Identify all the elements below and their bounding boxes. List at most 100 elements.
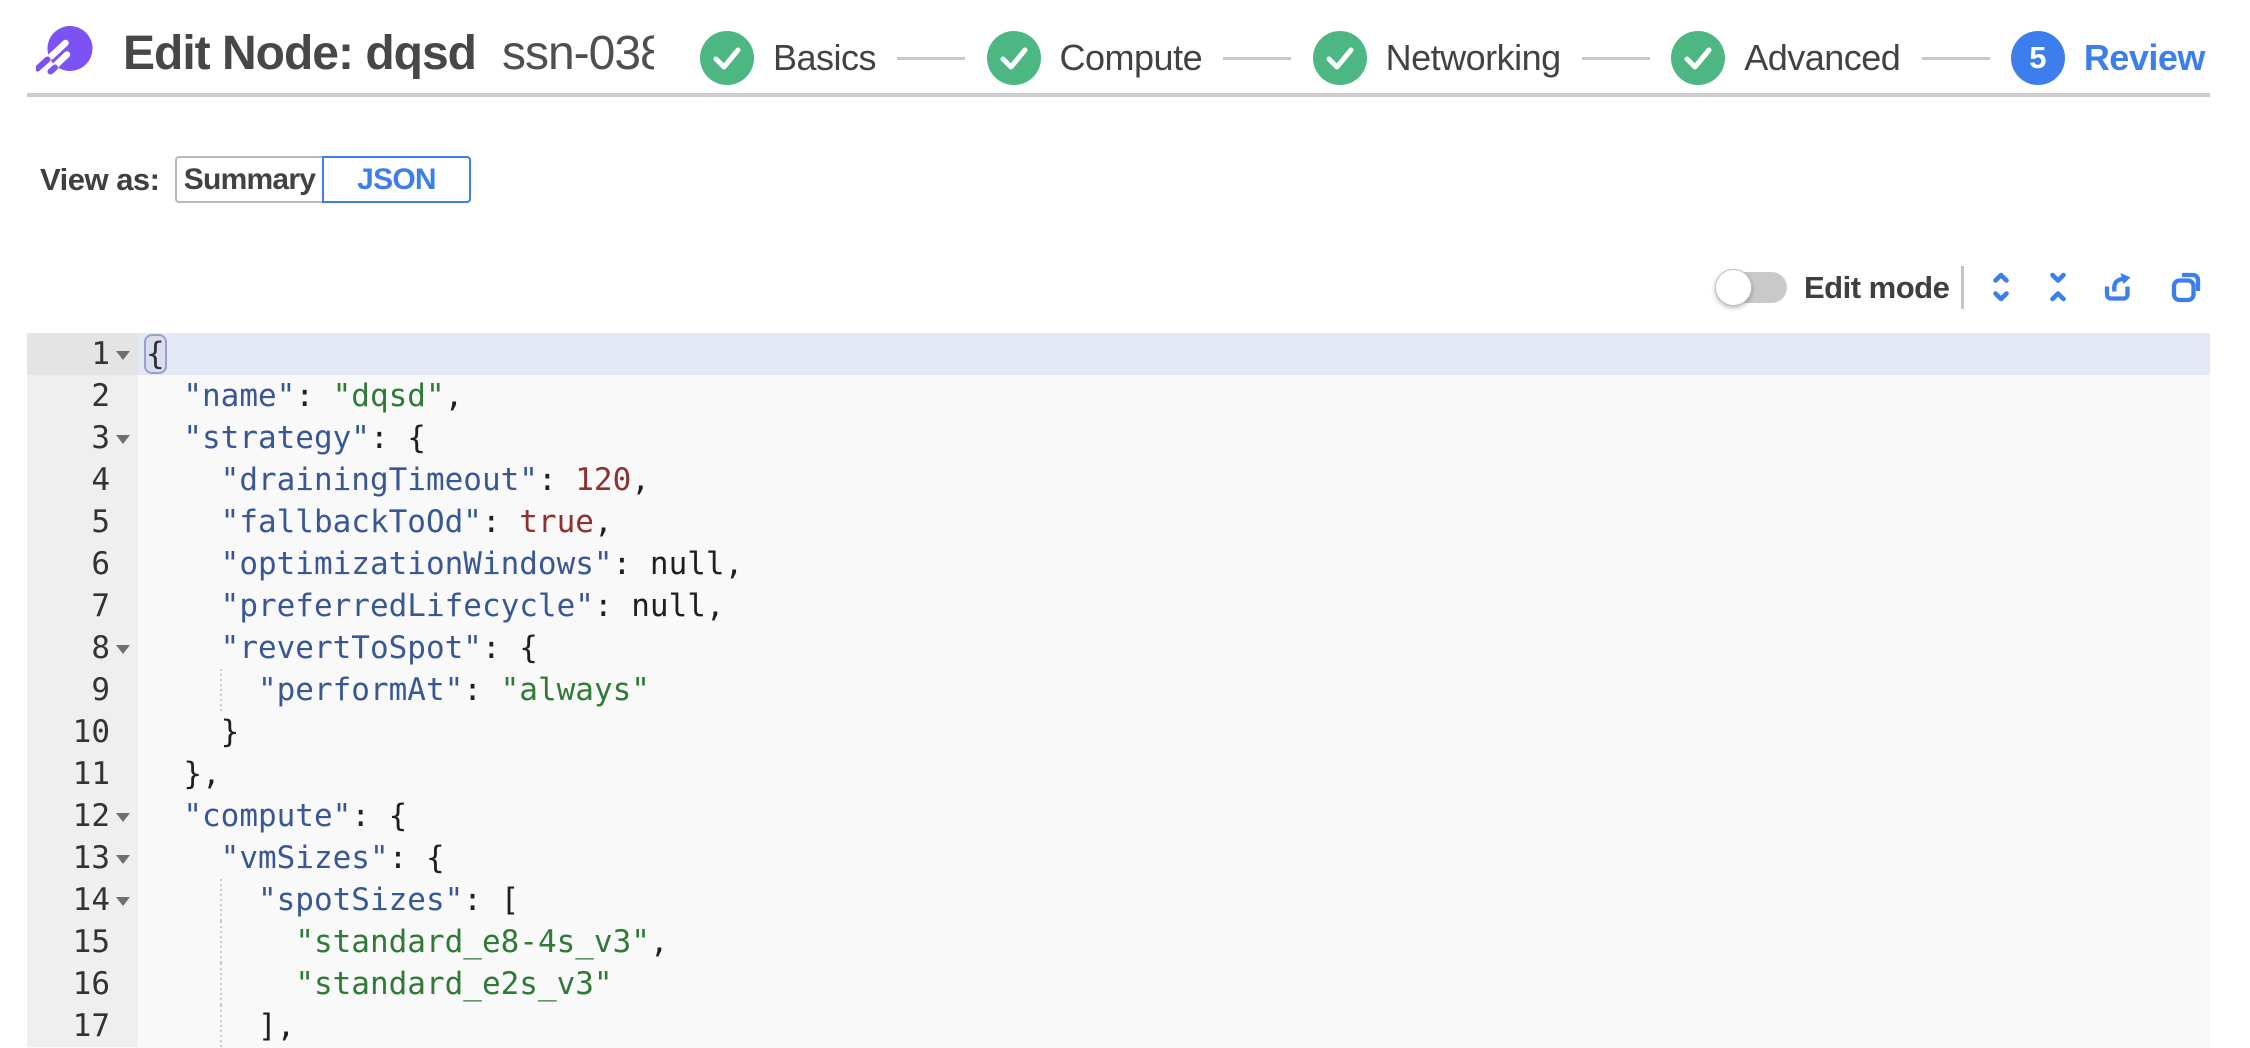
editor-gutter-cell[interactable]: 3: [27, 417, 138, 459]
editor-gutter-cell[interactable]: 16: [27, 963, 138, 1005]
step-check-icon: [986, 31, 1041, 85]
fold-arrow-icon[interactable]: [116, 645, 130, 654]
step-label: Networking: [1385, 37, 1562, 78]
editor-code-line[interactable]: "name": "dqsd",: [183, 378, 464, 414]
editor-code-line[interactable]: "revertToSpot": {: [220, 630, 538, 666]
step-connector: [1581, 56, 1650, 60]
editor-code-line[interactable]: "optimizationWindows": null,: [220, 546, 744, 582]
copy-icon[interactable]: [2170, 271, 2202, 303]
editor-gutter-cell[interactable]: 1: [27, 333, 138, 375]
step-compute[interactable]: Compute: [986, 31, 1203, 85]
view-as-segmented-control: Summary JSON: [175, 156, 471, 203]
toggle-knob: [1715, 269, 1752, 306]
editor-line[interactable]: 3 "strategy": {: [27, 417, 2210, 459]
editor-line[interactable]: 2 "name": "dqsd",: [27, 375, 2210, 417]
fold-arrow-icon[interactable]: [116, 897, 130, 906]
line-number: 14: [72, 882, 110, 918]
editor-line[interactable]: 15 "standard_e8-4s_v3",: [27, 921, 2210, 963]
indent-guide: [220, 921, 222, 963]
editor-line[interactable]: 9 "performAt": "always": [27, 669, 2210, 711]
editor-gutter-cell[interactable]: 5: [27, 501, 138, 543]
editor-line[interactable]: 16 "standard_e2s_v3": [27, 963, 2210, 1005]
indent-guide: [220, 963, 222, 1005]
editor-line[interactable]: 5 "fallbackToOd": true,: [27, 501, 2210, 543]
indent-guide: [220, 669, 222, 711]
step-check-icon: [1671, 31, 1726, 85]
edit-mode-toggle[interactable]: [1715, 269, 1787, 306]
editor-code-line[interactable]: "compute": {: [183, 798, 408, 834]
view-as-summary-button[interactable]: Summary: [175, 156, 322, 203]
editor-gutter-cell[interactable]: 12: [27, 795, 138, 837]
editor-gutter-cell[interactable]: 8: [27, 627, 138, 669]
step-review[interactable]: 5 Review: [2010, 31, 2206, 85]
step-label: Advanced: [1744, 37, 1901, 78]
editor-line[interactable]: 14 "spotSizes": [: [27, 879, 2210, 921]
fold-arrow-icon[interactable]: [116, 813, 130, 822]
editor-line[interactable]: 1 {: [27, 333, 2210, 375]
editor-line[interactable]: 17 ],: [27, 1005, 2210, 1047]
line-number: 3: [91, 420, 110, 456]
step-label: Review: [2083, 37, 2206, 78]
editor-line[interactable]: 13 "vmSizes": {: [27, 837, 2210, 879]
step-check-icon: [700, 31, 754, 85]
step-networking[interactable]: Networking: [1312, 31, 1562, 85]
editor-line[interactable]: 7 "preferredLifecycle": null,: [27, 585, 2210, 627]
editor-code-line[interactable]: "vmSizes": {: [220, 840, 445, 876]
editor-gutter-cell[interactable]: 7: [27, 585, 138, 627]
editor-code-line[interactable]: "performAt": "always": [138, 669, 2210, 711]
expand-all-icon[interactable]: [1988, 271, 2014, 303]
editor-line[interactable]: 4 "drainingTimeout": 120,: [27, 459, 2210, 501]
line-number: 2: [91, 378, 110, 414]
toolbar-divider: [1961, 266, 1964, 309]
editor-line[interactable]: 8 "revertToSpot": {: [27, 627, 2210, 669]
export-icon[interactable]: [2102, 271, 2134, 303]
fold-arrow-icon[interactable]: [116, 351, 130, 360]
line-number: 16: [72, 966, 110, 1002]
step-number-badge: 5: [2010, 31, 2065, 85]
editor-code-line[interactable]: "fallbackToOd": true,: [220, 504, 613, 540]
editor-code-line[interactable]: ],: [138, 1005, 2210, 1047]
editor-code-line[interactable]: "drainingTimeout": 120,: [220, 462, 650, 498]
editor-code-line[interactable]: {: [138, 333, 2210, 375]
json-editor[interactable]: 1 { 2 "name": "dqsd", 3 "strategy": { 4 …: [27, 333, 2210, 1048]
line-number: 9: [91, 672, 110, 708]
editor-gutter-cell[interactable]: 17: [27, 1005, 138, 1047]
line-number: 6: [91, 546, 110, 582]
editor-code-line[interactable]: "standard_e2s_v3": [138, 963, 2210, 1005]
editor-gutter-cell[interactable]: 2: [27, 375, 138, 417]
editor-gutter-cell[interactable]: 15: [27, 921, 138, 963]
line-number: 10: [72, 714, 110, 750]
editor-gutter-cell[interactable]: 10: [27, 711, 138, 753]
editor-line[interactable]: 12 "compute": {: [27, 795, 2210, 837]
editor-gutter-cell[interactable]: 4: [27, 459, 138, 501]
fold-arrow-icon[interactable]: [116, 435, 130, 444]
editor-gutter-cell[interactable]: 13: [27, 837, 138, 879]
editor-code-line[interactable]: "preferredLifecycle": null,: [220, 588, 725, 624]
step-connector: [1223, 56, 1292, 60]
fold-arrow-icon[interactable]: [116, 855, 130, 864]
node-id: ssn-0388: [501, 26, 654, 80]
view-as-label: View as:: [40, 161, 160, 197]
editor-gutter-cell[interactable]: 14: [27, 879, 138, 921]
step-label: Basics: [773, 37, 877, 78]
editor-gutter-cell[interactable]: 6: [27, 543, 138, 585]
indent-guide: [220, 1005, 222, 1047]
line-number: 1: [91, 336, 110, 372]
line-number: 4: [91, 462, 110, 498]
collapse-all-icon[interactable]: [2045, 271, 2071, 303]
editor-gutter-cell[interactable]: 11: [27, 753, 138, 795]
step-basics[interactable]: Basics: [700, 31, 877, 85]
editor-code-line[interactable]: }: [146, 714, 240, 750]
editor-gutter-cell[interactable]: 9: [27, 669, 138, 711]
editor-line[interactable]: 6 "optimizationWindows": null,: [27, 543, 2210, 585]
step-advanced[interactable]: Advanced: [1671, 31, 1901, 85]
step-connector: [897, 56, 966, 60]
header-divider: [27, 93, 2210, 97]
editor-line[interactable]: 11 },: [27, 753, 2210, 795]
editor-code-line[interactable]: "spotSizes": [: [138, 879, 2210, 921]
view-as-json-button[interactable]: JSON: [322, 156, 471, 203]
editor-code-line[interactable]: },: [146, 756, 221, 792]
editor-code-line[interactable]: "strategy": {: [183, 420, 426, 456]
editor-code-line[interactable]: "standard_e8-4s_v3",: [138, 921, 2210, 963]
editor-line[interactable]: 10 }: [27, 711, 2210, 753]
